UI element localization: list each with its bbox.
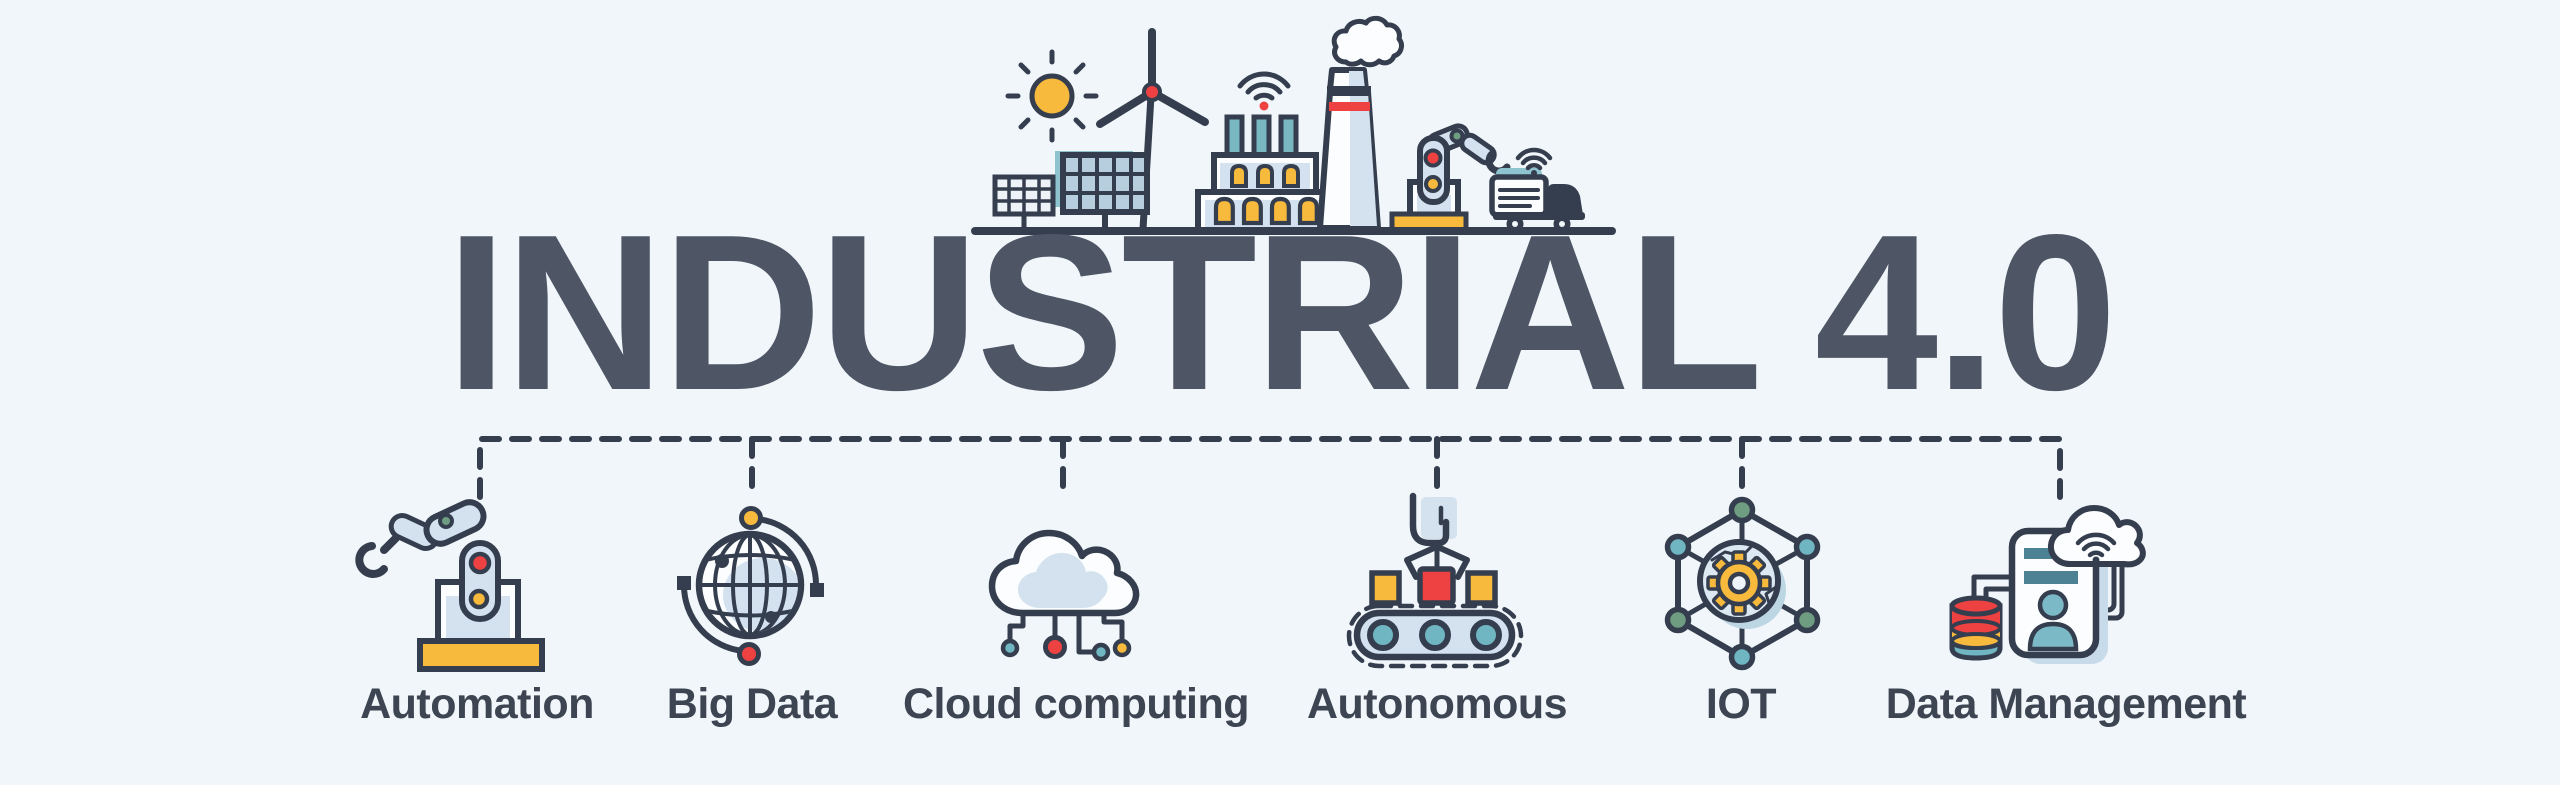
database-icon [1949, 595, 2003, 661]
label-data-management: Data Management [1885, 680, 2247, 728]
label-cloud-computing: Cloud computing [903, 680, 1250, 728]
dashed-connectors [477, 436, 2063, 500]
wifi-icon [1237, 71, 1291, 111]
factory-scene [971, 15, 1616, 235]
cloud-network-icon [988, 529, 1140, 662]
avatar [2027, 589, 2079, 652]
sun-icon [1005, 49, 1099, 143]
banner-title: INDUSTRIAL 4.0 [445, 189, 2118, 437]
solar-panel-icon [992, 151, 1150, 233]
globe-data-icon [677, 506, 824, 666]
label-iot: IOT [1705, 680, 1777, 728]
label-autonomous: Autonomous [1306, 680, 1568, 728]
conveyor-claw-icon [1346, 492, 1524, 669]
iot-network-gear-icon [1664, 496, 1821, 671]
smokestack-icon [1317, 15, 1404, 231]
documents-database-cloud-icon [1949, 505, 2146, 664]
label-big-data: Big Data [666, 680, 838, 728]
robotic-arm-icon [355, 499, 545, 672]
label-automation: Automation [360, 680, 594, 728]
factory-icon [1195, 114, 1333, 233]
gear-icon [1706, 550, 1772, 616]
smoke-cloud-icon [1331, 15, 1404, 68]
robotic-arm-icon [1389, 123, 1511, 233]
cloud-wifi-icon [2047, 505, 2146, 568]
